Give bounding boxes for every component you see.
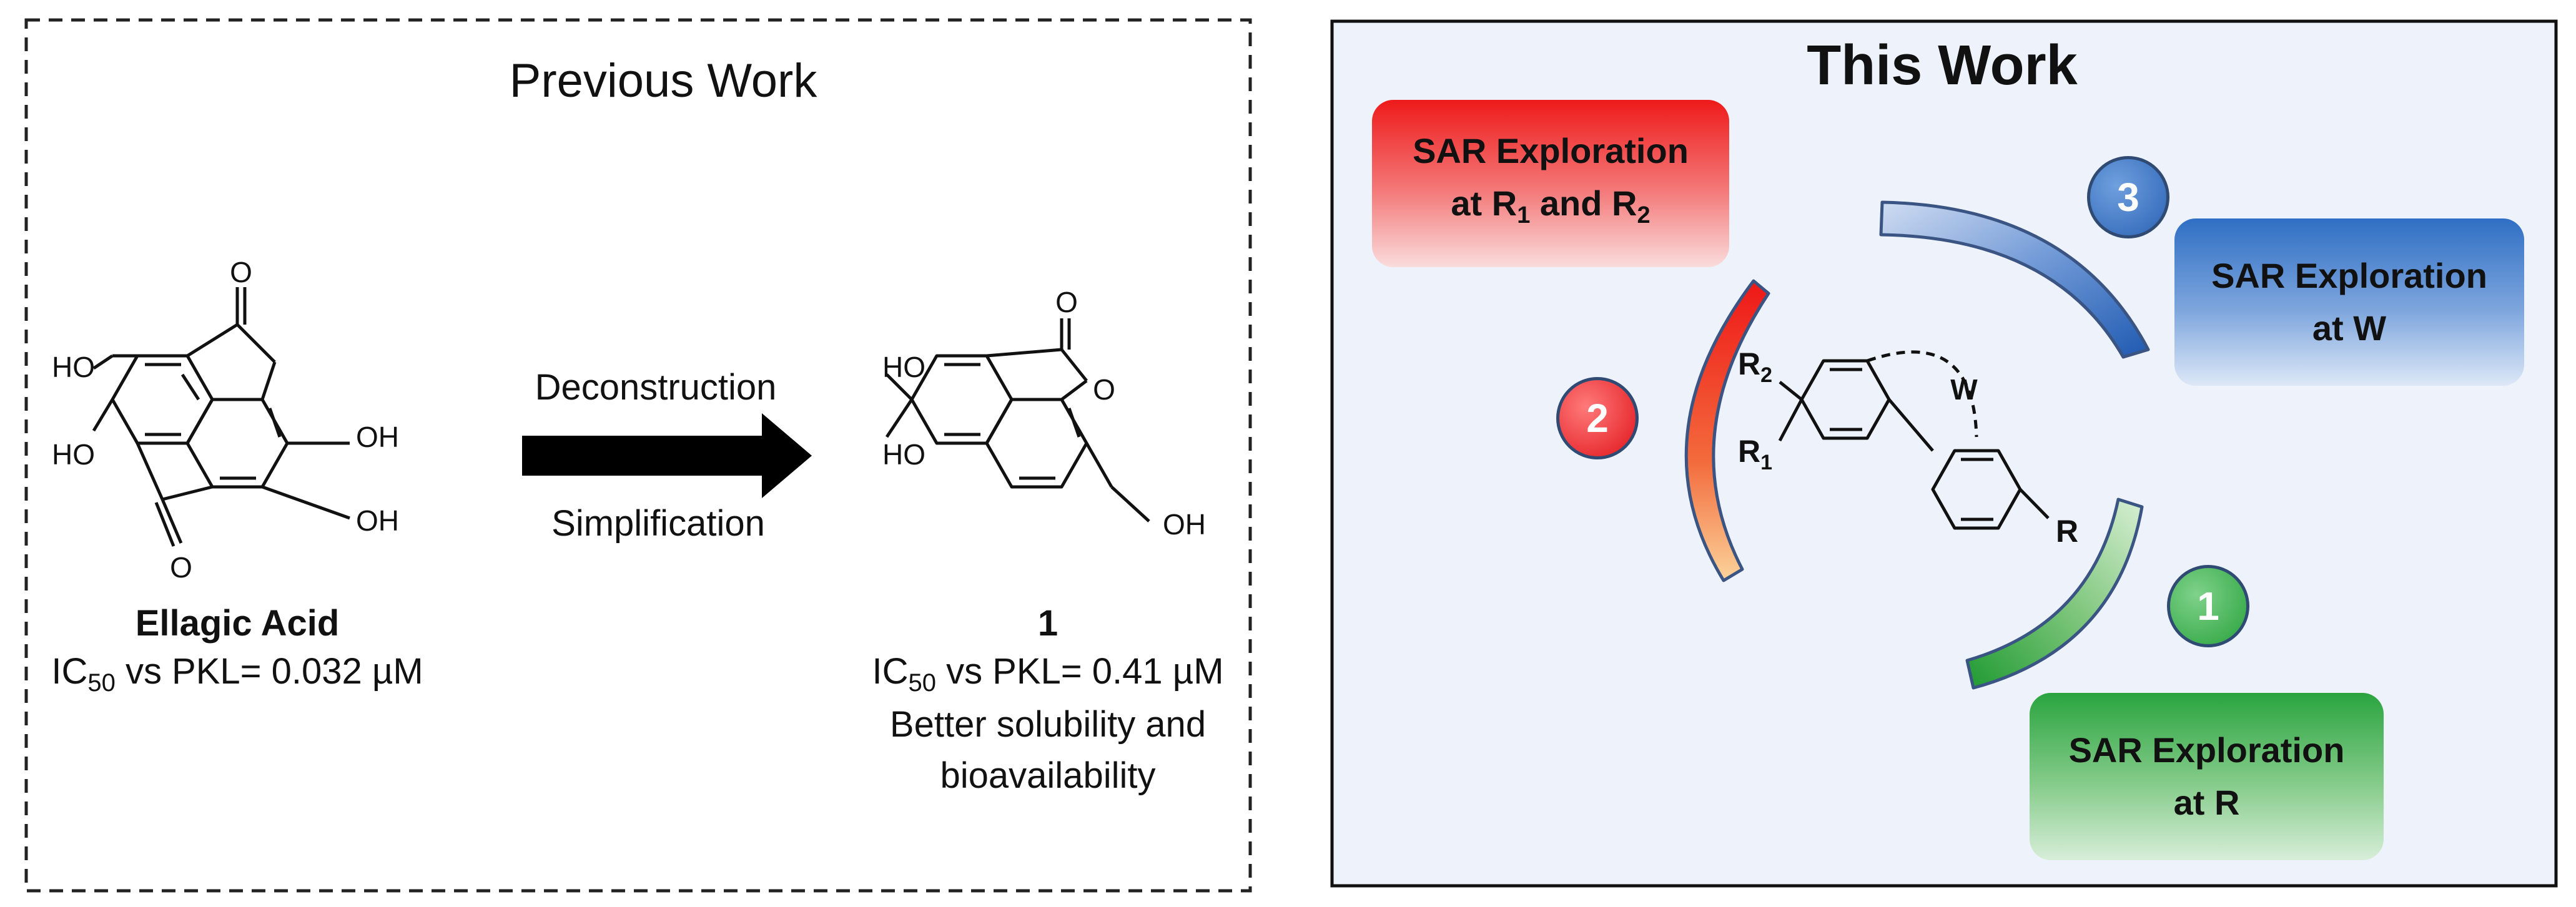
ellagic-oh-top: OH <box>356 421 399 453</box>
previous-work-title: Previous Work <box>510 54 818 107</box>
arc-blue <box>1879 200 2150 359</box>
ellagic-acid-ic50: IC50 vs PKL= 0.032 µM <box>51 651 423 697</box>
compound-1-ic50: IC50 vs PKL= 0.41 µM <box>872 651 1223 697</box>
ellagic-ho-top: HO <box>52 351 95 383</box>
ellagic-oh-bottom: OH <box>356 504 399 537</box>
compound-1-oxygen-ring: O <box>1093 373 1115 406</box>
previous-work-border <box>24 18 1252 893</box>
ellagic-acid-structure <box>92 287 350 547</box>
scaffold-r: R <box>2056 514 2078 549</box>
compound-1-ho-top: HO <box>882 351 925 383</box>
arrow-label-deconstruction: Deconstruction <box>535 367 777 408</box>
ellagic-oxygen-bottom: O <box>170 551 192 584</box>
scaffold-w: W <box>1950 373 1978 406</box>
ellagic-ho-bottom: HO <box>52 438 95 471</box>
compound-1-structure <box>885 318 1150 522</box>
sar-box-r1-r2: SAR Exploration at R1 and R2 <box>1372 100 1729 267</box>
this-work-title: This Work <box>1807 34 2078 97</box>
sar-box-r1-r2-line1: SAR Exploration <box>1413 131 1689 171</box>
deconstruction-arrow <box>522 413 812 498</box>
arc-green <box>1965 498 2144 690</box>
sar-box-w-line1: SAR Exploration <box>2211 256 2487 295</box>
compound-1-oxygen-top: O <box>1055 286 1078 318</box>
sar-box-r: SAR Exploration at R <box>2030 693 2384 860</box>
arrow-label-simplification: Simplification <box>551 503 765 544</box>
previous-work-panel: Previous Work O O HO <box>24 18 1252 893</box>
biaryl-scaffold <box>1778 350 2050 530</box>
step-3-badge: 3 <box>2087 156 2169 238</box>
compound-1-oh: OH <box>1163 508 1206 541</box>
sar-box-r-line1: SAR Exploration <box>2068 730 2345 770</box>
step-2-badge: 2 <box>1556 377 1639 459</box>
compound-1-note-line2: bioavailability <box>940 755 1156 796</box>
compound-1-ho-bottom: HO <box>882 438 925 471</box>
ellagic-oxygen-top: O <box>230 256 252 288</box>
ellagic-acid-name: Ellagic Acid <box>136 603 340 644</box>
arc-red <box>1684 279 1770 582</box>
sar-box-w: SAR Exploration at W <box>2174 218 2524 386</box>
sar-box-r-line2: at R <box>2173 783 2240 822</box>
step-1-badge: 1 <box>2167 565 2249 647</box>
compound-1-note-line1: Better solubility and <box>890 704 1206 745</box>
scaffold-r2: R2 <box>1738 346 1772 387</box>
sar-box-r1-r2-line2: at R1 and R2 <box>1451 184 1651 229</box>
scaffold-r1: R1 <box>1738 434 1772 474</box>
sar-box-w-line2: at W <box>2312 308 2387 348</box>
compound-1-name: 1 <box>1038 603 1058 644</box>
